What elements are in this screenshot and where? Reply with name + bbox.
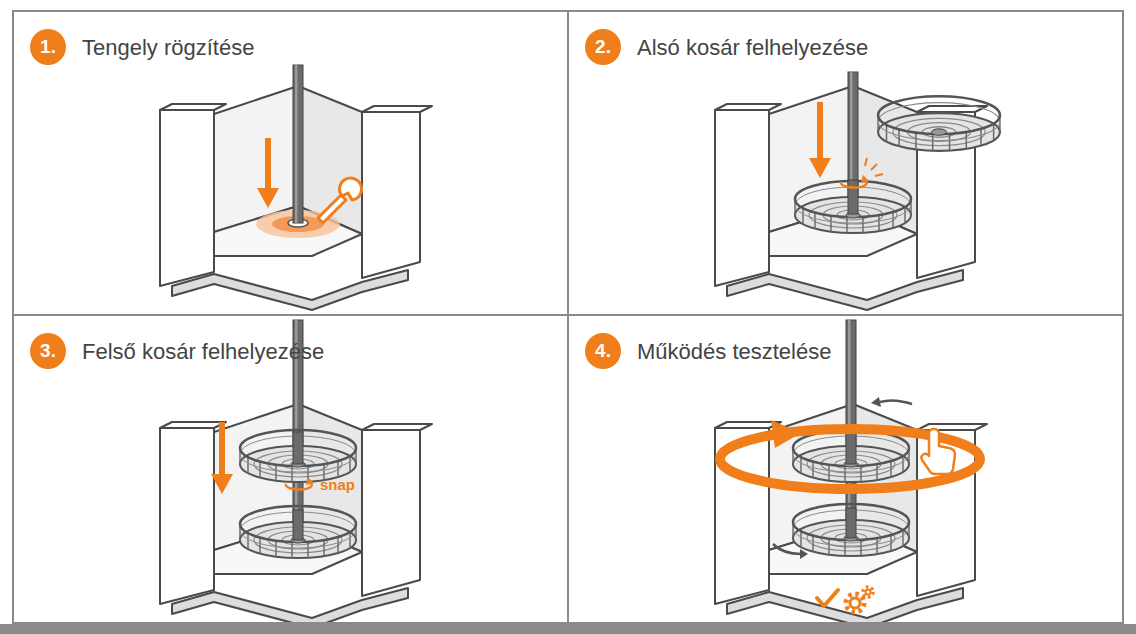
arrow-head: [211, 474, 233, 494]
bottom-bar: [0, 624, 1136, 634]
step-2-illustration: [715, 72, 1000, 310]
axle-pole-front: [846, 508, 856, 538]
step-number-circle: 2.: [585, 29, 621, 65]
click-sparks: [871, 164, 877, 170]
arrow-head: [800, 549, 808, 559]
gear-icon: [863, 587, 873, 597]
arrow-head: [771, 420, 801, 448]
step-number: 3.: [40, 341, 56, 361]
arrow-head: [257, 188, 279, 208]
axle-pole: [293, 65, 303, 223]
step-panel: Alsó kosár felhelyezése 2.: [567, 10, 1124, 316]
spin-arrow: [773, 544, 801, 554]
click-sparks: [865, 158, 867, 166]
step-4-illustration: [715, 320, 987, 628]
step-3-illustration: [160, 320, 432, 628]
step-panel: Tengely rögzítése 1.: [12, 10, 569, 316]
snap-label: snap: [320, 476, 355, 494]
step-number-circle: 1.: [30, 29, 66, 65]
wrench-icon: [318, 178, 362, 223]
arrow-head: [871, 397, 881, 407]
upper-basket: [878, 96, 1000, 151]
step-title: Tengely rögzítése: [82, 34, 254, 62]
wrench-icon: [340, 178, 362, 200]
arrow-head: [861, 175, 869, 183]
gear-icon: [850, 598, 860, 608]
axle-pole-front: [293, 432, 303, 464]
hand-icon: [921, 429, 955, 474]
step-title: Alsó kosár felhelyezése: [637, 34, 868, 62]
axle-highlight: [295, 65, 298, 223]
step-number: 2.: [595, 37, 611, 57]
click-sparks: [865, 158, 883, 176]
click-sparks: [875, 174, 883, 176]
down-arrow: [265, 138, 271, 190]
step-title: Működés tesztelése: [637, 338, 831, 366]
upper-basket: [793, 430, 909, 482]
step-number: 1.: [40, 37, 56, 57]
gear-icon: [866, 590, 871, 595]
axle-pole-front: [848, 180, 858, 214]
down-arrow: [219, 422, 225, 476]
gear-icon: [846, 594, 864, 612]
step-number-circle: 4.: [585, 333, 621, 369]
arrow-head: [809, 158, 831, 178]
step-panel: Felső kosár felhelyezése 3.: [12, 314, 569, 624]
upper-basket: [240, 430, 356, 482]
axle-pole-front: [293, 510, 303, 540]
gear-icon: [846, 587, 873, 612]
wrench-icon: [318, 195, 346, 223]
step-number: 4.: [595, 341, 611, 361]
step-number-circle: 3.: [30, 333, 66, 369]
corner-cabinet: [160, 404, 432, 628]
down-arrow: [817, 102, 823, 160]
arrow-head: [306, 477, 314, 485]
step-1-illustration: [160, 65, 432, 310]
axle-pole-front: [846, 432, 856, 464]
step-panel: Működés tesztelése 4.: [567, 314, 1124, 624]
step-title: Felső kosár felhelyezése: [82, 338, 324, 366]
lower-basket: [793, 504, 909, 556]
lower-basket: [795, 181, 911, 233]
corner-cabinet: [715, 404, 987, 628]
rotation-ring: [720, 429, 980, 489]
axle-pole: [848, 72, 858, 222]
check-icon: [817, 590, 838, 606]
lower-basket: [240, 506, 356, 558]
spin-arrow: [880, 400, 912, 404]
